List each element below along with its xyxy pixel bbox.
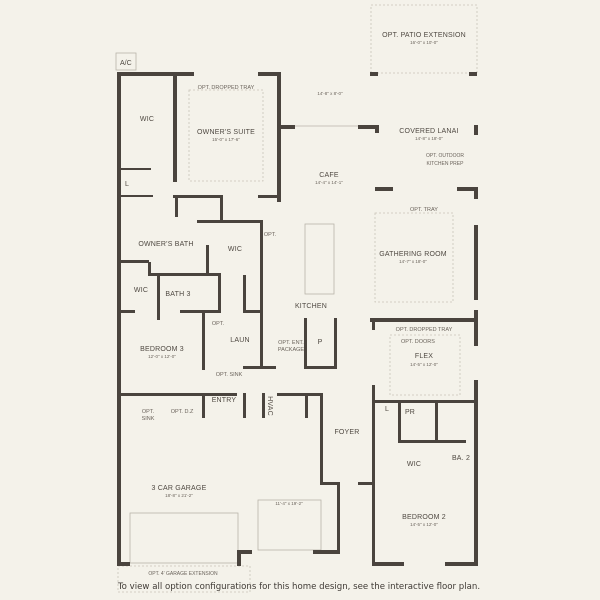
opt-dz-label: OPT. D.Z [171,409,194,415]
cafe-dim: 14'-4" x 14'-1" [315,180,343,185]
covered-lanai-dim: 14'-8" x 18'-0" [415,136,443,141]
garage-extension-label: OPT. 4' GARAGE EXTENSION [148,571,218,577]
owners-suite-label: OWNER'S SUITE [197,129,255,136]
gathering-room-tray [374,212,454,303]
bedroom2-label: BEDROOM 2 [402,514,446,521]
garage-bay-dim: 11'-4" x 19'-2" [275,501,303,506]
garage-bay-1 [129,512,239,564]
linen2-label: L [385,406,389,413]
garage-dim: 18'-8" x 21'-2" [165,493,193,498]
powder-room-label: PR [405,409,415,416]
walls [117,72,478,566]
outdoor-kitchen-label-2: KITCHEN PREP [427,161,465,167]
garage-sink-label-1: OPT. [142,409,155,415]
bedroom2-dim: 14'-5" x 12'-0" [410,522,438,527]
linen-label: L [125,181,129,188]
patio-extension-label: OPT. PATIO EXTENSION [382,32,466,39]
owners-bath-label: OWNER'S BATH [138,241,193,248]
pantry-label: P [318,339,323,346]
owners-suite-tray-label: OPT. DROPPED TRAY [198,85,255,91]
opt-sink-label: OPT. SINK [216,372,243,378]
patio-extension-dim: 16'-0" x 10'-0" [410,40,438,45]
bed3-wic-label: WIC [134,287,148,294]
owners-suite-dim: 15'-0" x 17'-6" [212,137,240,142]
bedroom3-dim: 12'-0" x 12'-0" [148,354,176,359]
gathering-room-dim: 14'-7" x 18'-0" [399,259,427,264]
opt-doors-label: OPT. DOORS [401,339,435,345]
ent-package-label-2: PACKAGE [278,347,305,353]
covered-lanai-label: COVERED LANAI [399,128,458,135]
flex-dim: 14'-5" x 12'-0" [410,362,438,367]
owners-suite-tray [188,89,264,182]
ac-pad [115,52,137,71]
laundry-opt-label: OPT. [212,321,225,327]
foyer-label: FOYER [334,429,359,436]
lanai-extension-dim: 14'-8" x 8'-0" [317,91,343,96]
entry-label: ENTRY [212,397,237,404]
interactive-plan-note: To view all option configurations for th… [117,582,480,592]
outdoor-kitchen-label-1: OPT. OUTDOOR [426,153,464,159]
patio-extension-outline [370,4,478,74]
garage-bay-2 [257,499,322,551]
gathering-tray-label: OPT. TRAY [410,207,438,213]
kitchen-island [304,223,335,295]
bed2-wic-label: WIC [407,461,421,468]
gathering-room-label: GATHERING ROOM [379,251,447,258]
kitchen-label: KITCHEN [295,303,327,310]
owner-wic-label: WIC [140,116,154,123]
flex-tray-label: OPT. DROPPED TRAY [396,327,453,333]
garage-sink-label-2: SINK [142,416,155,422]
flex-tray [389,334,461,396]
kitchen-opt-label: OPT. [264,232,277,238]
garage-label: 3 CAR GARAGE [152,485,207,492]
bath-wic-label: WIC [228,246,242,253]
cafe-label: CAFE [319,172,339,179]
ac-label: A/C [120,60,132,67]
garage-extension-outline [117,565,251,593]
bedroom3-label: BEDROOM 3 [140,346,184,353]
flex-label: FLEX [415,353,433,360]
laundry-label: LAUN [230,337,249,344]
hvac-label: HVAC [266,396,273,416]
bath3-label: BATH 3 [165,291,190,298]
ent-package-label-1: OPT. ENT. [278,340,304,346]
bath2-label: BA. 2 [452,455,470,462]
